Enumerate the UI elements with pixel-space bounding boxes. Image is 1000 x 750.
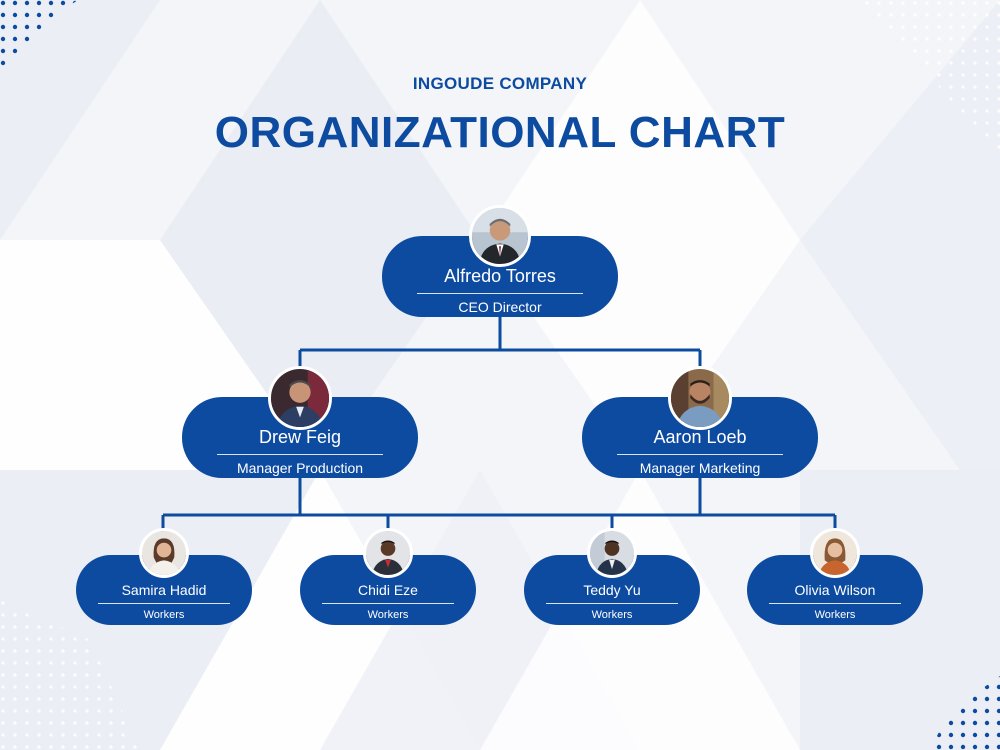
manager-node-production[interactable]: Drew Feig Manager Production — [182, 397, 418, 478]
worker-role: Workers — [814, 609, 856, 621]
company-name: INGOUDE COMPANY — [412, 74, 588, 93]
manager-role: Manager Production — [236, 460, 364, 476]
worker-role: Workers — [591, 609, 633, 621]
ceo-node[interactable]: Alfredo Torres CEO Director — [382, 236, 618, 317]
worker-role: Workers — [367, 609, 409, 621]
worker-olivia-avatar — [810, 528, 860, 578]
worker-teddy-avatar — [587, 528, 637, 578]
worker-divider — [769, 603, 901, 604]
manager-role: Manager Marketing — [639, 460, 761, 476]
manager-production-avatar — [268, 366, 332, 430]
worker-divider — [546, 603, 678, 604]
worker-divider — [322, 603, 454, 604]
ceo-divider — [417, 293, 583, 294]
worker-name: Chidi Eze — [358, 582, 418, 598]
manager-name: Drew Feig — [258, 427, 342, 447]
ceo-name: Alfredo Torres — [444, 266, 556, 286]
ceo-role: CEO Director — [458, 299, 542, 315]
worker-node[interactable]: Teddy Yu Workers — [524, 555, 700, 625]
worker-chidi-avatar — [363, 528, 413, 578]
worker-name: Samira Hadid — [121, 582, 207, 598]
worker-samira-avatar — [139, 528, 189, 578]
manager-name: Aaron Loeb — [653, 427, 747, 447]
worker-name: Olivia Wilson — [794, 582, 876, 598]
manager-divider — [617, 454, 783, 455]
page-title: ORGANIZATIONAL CHART — [214, 108, 786, 157]
manager-marketing-avatar — [668, 366, 732, 430]
ceo-avatar — [469, 205, 531, 267]
worker-name: Teddy Yu — [583, 582, 641, 598]
manager-divider — [217, 454, 383, 455]
worker-role: Workers — [143, 609, 185, 621]
worker-divider — [98, 603, 230, 604]
